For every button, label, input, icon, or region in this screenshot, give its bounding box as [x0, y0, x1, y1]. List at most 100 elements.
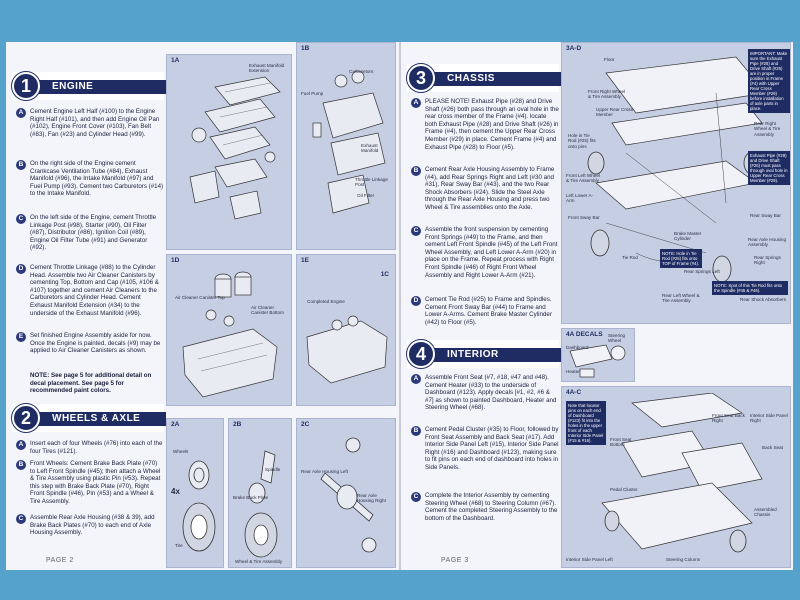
panel-2c: 2C Rear Axle Housing Left Rear Axle Hous…	[296, 418, 396, 568]
page-left: ENGINE 1 A Cement Engine Left Half (#100…	[6, 42, 399, 570]
step-text: On the right side of the Engine cement C…	[30, 160, 164, 198]
panel-label-1c: 1C	[380, 271, 389, 278]
callout-carburetors: Carburetors	[349, 69, 374, 74]
step-text: Front Wheels: Cement Brake Back Plate (#…	[30, 460, 161, 505]
panel-label: 2B	[233, 421, 242, 428]
interior-step-a: A Assemble Front Seat (#7, #18, #47 and …	[411, 374, 559, 412]
page-number: PAGE 3	[441, 557, 469, 564]
section-title: INTERIOR	[421, 348, 561, 362]
panel-label: 1B	[301, 45, 310, 52]
step-letter: B	[411, 166, 421, 176]
callout-spindle: Spindle	[265, 467, 281, 472]
step-text: On the left side of the Engine, cement T…	[30, 214, 157, 252]
callout-heater: Heater	[566, 369, 580, 374]
panel-label: 1E	[301, 257, 309, 264]
engine-note: NOTE: See page 5 for additional detail o…	[30, 372, 152, 395]
callout-front-left-wheel: Front Left Wheel & Tire Assembly	[566, 173, 600, 184]
wheel-tire-drawing	[182, 460, 216, 552]
step-text: Cement Throttle Linkage (#88) to the Cyl…	[30, 264, 159, 317]
callout-exhaust-manifold-ext: Exhaust Manifold Extension	[249, 63, 285, 74]
engine-top-drawing	[182, 271, 278, 398]
inset-exhaust: Exhaust Pipe (#28) and Drive Shaft (#26)…	[748, 151, 790, 185]
interior-drawing	[601, 393, 763, 553]
step-letter: B	[16, 460, 26, 470]
step-text: Cement Engine Left Half (#100) to the En…	[30, 108, 160, 138]
dashboard-decal-drawing	[569, 344, 626, 378]
panel-4a-decals: 4A DECALS Dashboard Heater Steering Whee…	[561, 328, 635, 382]
step-text: Insert each of four Wheels (#76) into ea…	[30, 440, 163, 455]
panel-2b: 2B Spindle Brake Back Plate Wheel & Tire…	[228, 418, 292, 568]
section-title: ENGINE	[26, 80, 166, 94]
callout-front-right-wheel: Front Right Wheel & Tire Assembly	[588, 89, 626, 100]
panel-label: 2C	[301, 421, 310, 428]
callout-rear-right-wheel: Rear Right Wheel & Tire Assembly	[754, 121, 781, 137]
callout-4x: 4x	[171, 487, 180, 496]
step-text: Set finished Engine Assembly aside for n…	[30, 332, 161, 355]
step-text: Cement Tie Rod (#25) to Frame and Spindl…	[425, 296, 552, 326]
callout-left-lower-a-arm: Left Lower A-Arm	[566, 193, 594, 204]
callout-completed-engine: Completed Engine	[307, 299, 345, 304]
callout-air-cleaner-bottom: Air Cleaner Canister Bottom	[251, 305, 284, 316]
section-number: 4	[407, 340, 435, 368]
callout-air-cleaner: Air Cleaner Canister Top	[175, 295, 225, 300]
callout-brake-master: Brake Master Cylinder	[674, 231, 702, 242]
panel-2a: 2A Wheels 4x Tire	[166, 418, 224, 568]
engine-step-e: E Set finished Engine Assembly aside for…	[16, 332, 164, 355]
chassis-drawing	[587, 56, 767, 283]
engine-step-b: B On the right side of the Engine cement…	[16, 160, 164, 198]
callout-throttle-post: Throttle Linkage Post	[355, 177, 388, 188]
wheels-step-b: B Front Wheels: Cement Brake Back Plate …	[16, 460, 164, 506]
engine-step-a: A Cement Engine Left Half (#100) to the …	[16, 108, 164, 138]
step-letter: C	[16, 214, 26, 224]
panel-4a-c: 4A-C Front Seat Back Right Interior Side…	[561, 386, 791, 568]
page-number: PAGE 2	[46, 557, 74, 564]
callout-exhaust-manifold: Exhaust Manifold	[361, 143, 379, 154]
engine-step-c: C On the left side of the Engine, cement…	[16, 214, 164, 252]
inset-seat-note: Note that locator pins on each end of Da…	[566, 401, 606, 445]
callout-interior-side-right: Interior Side Panel Right	[750, 413, 788, 424]
step-letter: B	[16, 160, 26, 170]
callout-oil-filter: Oil Filter	[357, 193, 375, 198]
interior-step-c: C Complete the Interior Assembly by ceme…	[411, 492, 559, 522]
callout-rear-springs-right: Rear Springs Right	[754, 255, 781, 266]
callout-brake-back-plate: Brake Back Plate	[233, 495, 269, 500]
section-title: CHASSIS	[421, 72, 561, 86]
book-spine	[399, 42, 401, 570]
step-text: Cement Pedal Cluster (#35) to Floor, fol…	[425, 426, 559, 471]
panel-label: 1A	[171, 57, 180, 64]
step-text: Cement Rear Axle Housing Assembly to Fra…	[425, 166, 555, 211]
section-number: 2	[12, 404, 40, 432]
panel-label: 2A	[171, 421, 180, 428]
panel-label: 3A-D	[566, 45, 582, 52]
step-letter: D	[411, 296, 421, 306]
wheels-step-c: C Assemble Rear Axle Housing (#38 & 39),…	[16, 514, 164, 537]
callout-front-seat-back-right: Front Seat Back Right	[712, 413, 745, 424]
panel-1e: 1E 1C Completed Engine	[296, 254, 396, 406]
callout-rear-shock: Rear Shock Absorbers	[740, 297, 786, 302]
step-letter: B	[411, 426, 421, 436]
panel-label: 4A DECALS	[566, 331, 603, 338]
section-wheels-header: WHEELS & AXLE 2	[12, 404, 166, 432]
engine-step-d: D Cement Throttle Linkage (#88) to the C…	[16, 264, 164, 317]
section-title: WHEELS & AXLE	[26, 412, 166, 426]
step-letter: E	[16, 332, 26, 342]
callout-front-seat-bottom: Front Seat Bottom	[610, 437, 632, 448]
wheels-step-a: A Insert each of four Wheels (#76) into …	[16, 440, 164, 455]
section-number: 3	[407, 64, 435, 92]
step-text: Assemble Rear Axle Housing (#38 & 39), a…	[30, 514, 155, 537]
step-letter: C	[411, 226, 421, 236]
section-number: 1	[12, 72, 40, 100]
chassis-step-c: C Assemble the front suspension by cemen…	[411, 226, 559, 279]
engine-block-drawing	[189, 76, 281, 220]
rear-axle-drawing	[320, 437, 377, 553]
panel-3a-d: 3A-D Floor Hole in Tie Rod (#25) fits on…	[561, 42, 791, 324]
step-letter: A	[411, 98, 421, 108]
panel-label: 1D	[171, 257, 180, 264]
step-letter: A	[16, 108, 26, 118]
chassis-step-d: D Cement Tie Rod (#25) to Frame and Spin…	[411, 296, 559, 326]
callout-rear-axle-housing: Rear Axle Housing Assembly	[748, 237, 787, 248]
callout-back-seat: Back Seat	[762, 445, 783, 450]
section-engine-header: ENGINE 1	[12, 72, 166, 100]
callout-wheel-tire-assembly: Wheel & Tire Assembly	[235, 559, 283, 564]
callout-dashboard: Dashboard	[566, 345, 589, 350]
